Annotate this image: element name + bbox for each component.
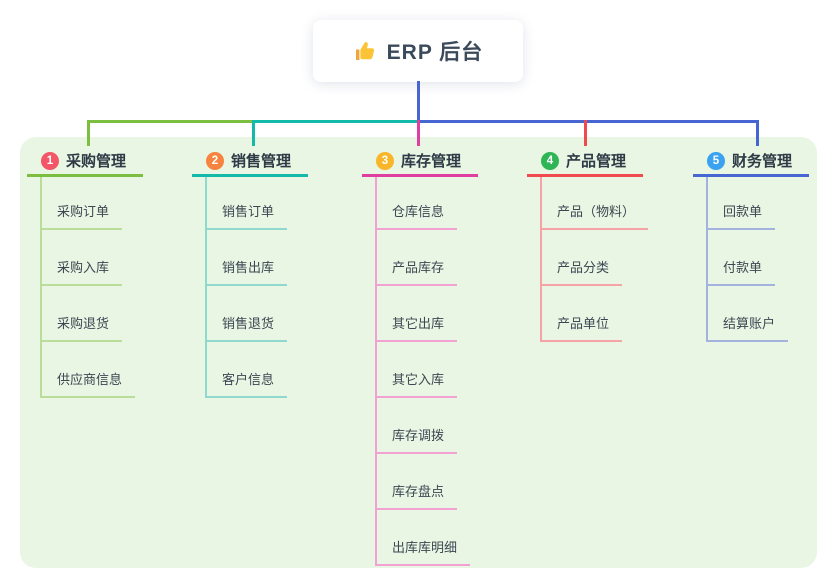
child-topic-node[interactable]: 销售出库	[205, 258, 288, 286]
child-topic-label: 产品分类	[557, 260, 610, 275]
child-topic-label: 产品库存	[392, 260, 445, 275]
branch-child-connector	[706, 177, 708, 342]
child-topic-node[interactable]: 客户信息	[205, 370, 288, 398]
child-topic-node[interactable]: 回款单	[706, 202, 776, 230]
child-topic-node[interactable]: 采购入库	[40, 258, 123, 286]
trunk-line	[417, 81, 420, 122]
child-topic-node[interactable]: 其它出库	[375, 314, 458, 342]
child-topic-label: 付款单	[723, 260, 763, 275]
branch-number-badge: 3	[376, 151, 394, 170]
child-topic-node[interactable]: 销售退货	[205, 314, 288, 342]
child-topic-label: 产品单位	[557, 316, 610, 331]
child-topic-node[interactable]: 产品（物料）	[540, 202, 649, 230]
child-topic-node[interactable]: 产品分类	[540, 258, 623, 286]
branches-panel	[20, 137, 817, 568]
child-topic-node[interactable]: 付款单	[706, 258, 776, 286]
bus-segment-2	[253, 120, 419, 123]
branch-topic-node[interactable]: 1 采购管理	[27, 147, 143, 177]
branch-child-connector	[205, 177, 207, 398]
branch-topic-label: 财务管理	[732, 153, 793, 170]
child-topic-label: 供应商信息	[57, 372, 123, 387]
child-topic-label: 销售出库	[222, 260, 275, 275]
branch-drop-line-2	[252, 120, 255, 146]
child-topic-node[interactable]: 库存盘点	[375, 482, 458, 510]
root-topic-node[interactable]: ERP 后台	[313, 20, 523, 82]
child-topic-label: 销售订单	[222, 204, 275, 219]
branch-child-connector	[375, 177, 377, 566]
bus-segment-3	[417, 120, 758, 123]
child-topic-label: 客户信息	[222, 372, 275, 387]
branch-topic-node[interactable]: 2 销售管理	[192, 147, 308, 177]
branch-topic-label: 销售管理	[231, 153, 292, 170]
child-topic-node[interactable]: 产品单位	[540, 314, 623, 342]
child-topic-label: 采购入库	[57, 260, 110, 275]
branch-drop-line-5	[756, 120, 759, 146]
child-topic-node[interactable]: 采购订单	[40, 202, 123, 230]
branch-drop-line-3	[417, 120, 420, 146]
branch-drop-line-1	[87, 120, 90, 146]
branch-number-badge: 2	[206, 151, 224, 170]
child-topic-label: 采购订单	[57, 204, 110, 219]
child-topic-label: 出库库明细	[392, 540, 458, 555]
child-topic-node[interactable]: 结算账户	[706, 314, 789, 342]
child-topic-label: 仓库信息	[392, 204, 445, 219]
branch-child-connector	[540, 177, 542, 342]
branch-topic-label: 产品管理	[566, 153, 627, 170]
branch-number-badge: 4	[541, 151, 559, 170]
branch-number-badge: 1	[41, 151, 59, 170]
branch-topic-label: 采购管理	[66, 153, 127, 170]
branch-topic-node[interactable]: 4 产品管理	[527, 147, 643, 177]
branch-topic-label: 库存管理	[401, 153, 462, 170]
child-topic-node[interactable]: 其它入库	[375, 370, 458, 398]
thumbs-up-icon	[353, 39, 377, 63]
child-topic-label: 库存调拨	[392, 428, 445, 443]
branch-drop-line-4	[584, 120, 587, 146]
child-topic-node[interactable]: 采购退货	[40, 314, 123, 342]
branch-topic-node[interactable]: 3 库存管理	[362, 147, 478, 177]
child-topic-label: 其它入库	[392, 372, 445, 387]
child-topic-label: 采购退货	[57, 316, 110, 331]
child-topic-label: 销售退货	[222, 316, 275, 331]
child-topic-node[interactable]: 销售订单	[205, 202, 288, 230]
root-topic-label: ERP 后台	[386, 41, 484, 64]
child-topic-node[interactable]: 库存调拨	[375, 426, 458, 454]
bus-segment-1	[88, 120, 256, 123]
child-topic-label: 其它出库	[392, 316, 445, 331]
child-topic-node[interactable]: 仓库信息	[375, 202, 458, 230]
branch-number-badge: 5	[707, 151, 725, 170]
child-topic-label: 产品（物料）	[557, 204, 636, 219]
child-topic-label: 回款单	[723, 204, 763, 219]
child-topic-node[interactable]: 产品库存	[375, 258, 458, 286]
child-topic-label: 结算账户	[723, 316, 776, 331]
child-topic-node[interactable]: 供应商信息	[40, 370, 136, 398]
child-topic-label: 库存盘点	[392, 484, 445, 499]
child-topic-node[interactable]: 出库库明细	[375, 538, 471, 566]
branch-child-connector	[40, 177, 42, 398]
branch-topic-node[interactable]: 5 财务管理	[693, 147, 809, 177]
